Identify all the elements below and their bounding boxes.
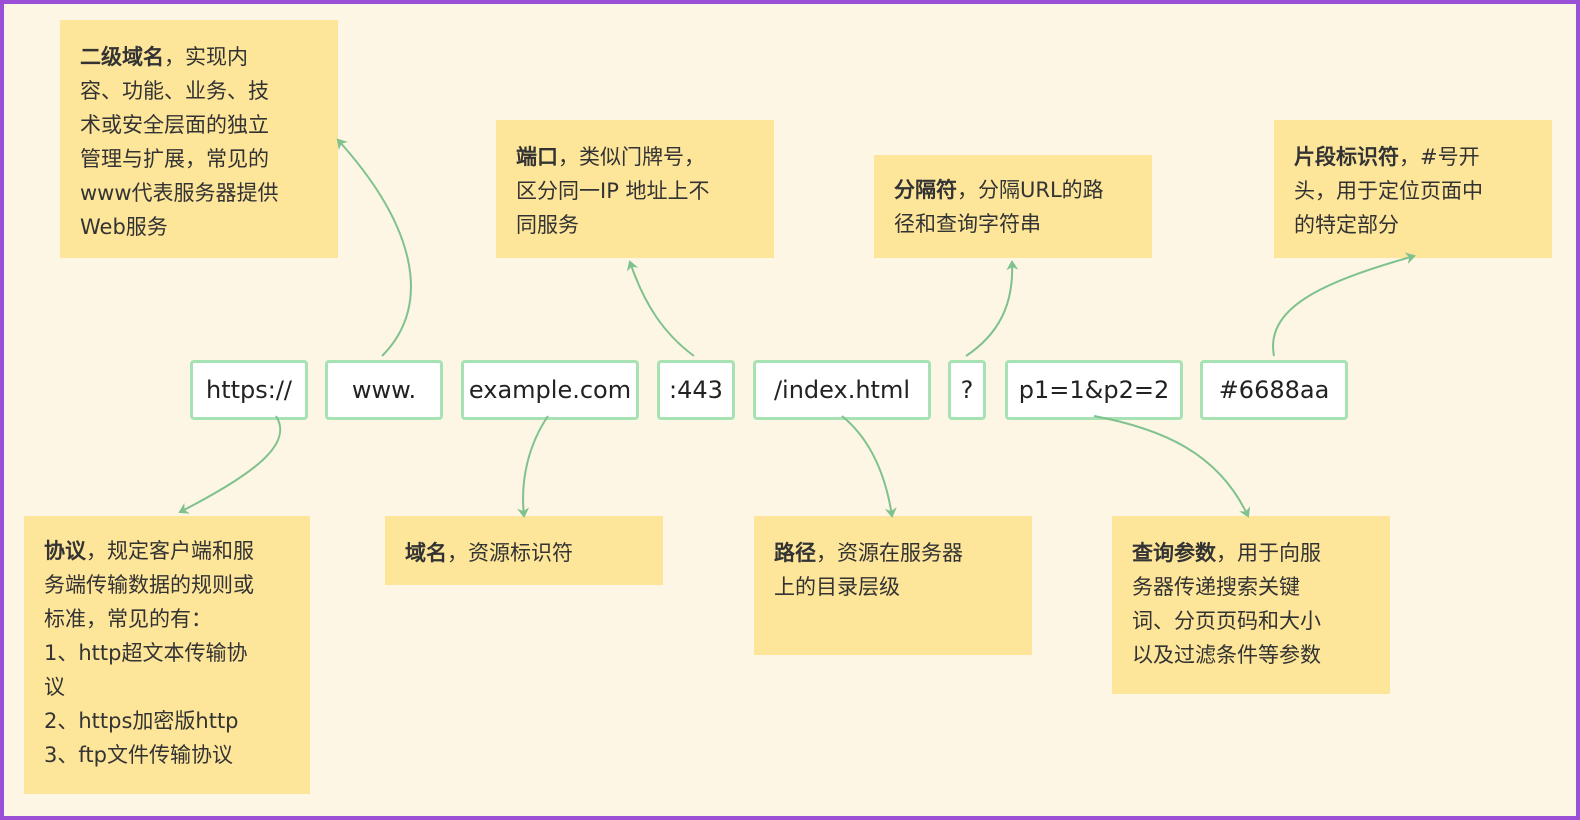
note-protocol-line: 务端传输数据的规则或 [44,573,254,597]
url-part-port: :443 [657,360,735,420]
arrow-query [1093,415,1251,518]
url-part-fragment: #6688aa [1200,360,1348,420]
note-fragment: 片段标识符，#号开 头，用于定位页面中 的特定部分 [1274,120,1552,258]
url-part-query: p1=1&p2=2 [1005,360,1183,420]
arrow-protocol [178,415,282,514]
note-query-title: 查询参数 [1132,541,1216,565]
note-subdomain-line: Web服务 [80,215,168,239]
arrow-subdomain [336,138,412,357]
url-part-path: /index.html [753,360,931,420]
note-protocol: 协议，规定客户端和服 务端传输数据的规则或 标准，常见的有： 1、http超文本… [24,516,310,794]
note-protocol-line: 1、http超文本传输协 [44,641,248,665]
note-fragment-line: ，#号开 [1399,145,1480,169]
note-query-line: ，用于向服 [1216,541,1321,565]
note-subdomain-line: ，实现内 [164,45,248,69]
url-part-protocol: https:// [190,360,308,420]
note-path-title: 路径 [774,541,816,565]
note-protocol-line: ，规定客户端和服 [86,539,254,563]
note-separator-title: 分隔符 [894,178,957,202]
url-part-subdomain: www. [325,360,443,420]
note-domain-line: ，资源标识符 [447,541,573,565]
note-query-line: 词、分页页码和大小 [1132,609,1321,633]
note-port: 端口，类似门牌号， 区分同一IP 地址上不 同服务 [496,120,774,258]
note-port-line: 区分同一IP 地址上不 [516,179,710,203]
note-separator-line: ，分隔URL的路 [957,178,1104,202]
note-fragment-title: 片段标识符 [1294,145,1399,169]
note-path-line: 上的目录层级 [774,575,900,599]
note-port-line: ，类似门牌号， [558,145,705,169]
note-port-title: 端口 [516,145,558,169]
note-protocol-line: 议 [44,675,65,699]
note-subdomain-line: 容、功能、业务、技 [80,79,269,103]
connector-arrows [178,138,1416,518]
note-protocol-line: 标准，常见的有： [44,607,212,631]
note-protocol-line: 3、ftp文件传输协议 [44,743,233,767]
note-query: 查询参数，用于向服 务器传递搜索关键 词、分页页码和大小 以及过滤条件等参数 [1112,516,1390,694]
note-domain: 域名，资源标识符 [385,516,663,585]
note-path-line: ，资源在服务器 [816,541,963,565]
note-query-line: 务器传递搜索关键 [1132,575,1300,599]
note-fragment-line: 头，用于定位页面中 [1294,179,1483,203]
note-query-line: 以及过滤条件等参数 [1132,643,1321,667]
note-separator: 分隔符，分隔URL的路 径和查询字符串 [874,155,1152,258]
note-protocol-line: 2、https加密版http [44,709,239,733]
arrow-domain [517,415,549,518]
note-subdomain-line: 管理与扩展，常见的 [80,147,269,171]
arrow-port [626,260,695,357]
note-domain-title: 域名 [405,541,447,565]
note-subdomain-line: 术或安全层面的独立 [80,113,269,137]
arrow-separator [965,260,1019,357]
note-separator-line: 径和查询字符串 [894,212,1041,236]
note-port-line: 同服务 [516,213,579,237]
url-part-separator: ? [948,360,986,420]
arrow-fragment [1272,252,1416,357]
note-subdomain-title: 二级域名 [80,45,164,69]
note-fragment-line: 的特定部分 [1294,213,1399,237]
note-protocol-title: 协议 [44,539,86,563]
note-subdomain-line: www代表服务器提供 [80,181,279,205]
note-path: 路径，资源在服务器 上的目录层级 [754,516,1032,655]
note-subdomain: 二级域名，实现内 容、功能、业务、技 术或安全层面的独立 管理与扩展，常见的 w… [60,20,338,258]
url-part-domain: example.com [461,360,639,420]
arrow-path [841,415,897,518]
